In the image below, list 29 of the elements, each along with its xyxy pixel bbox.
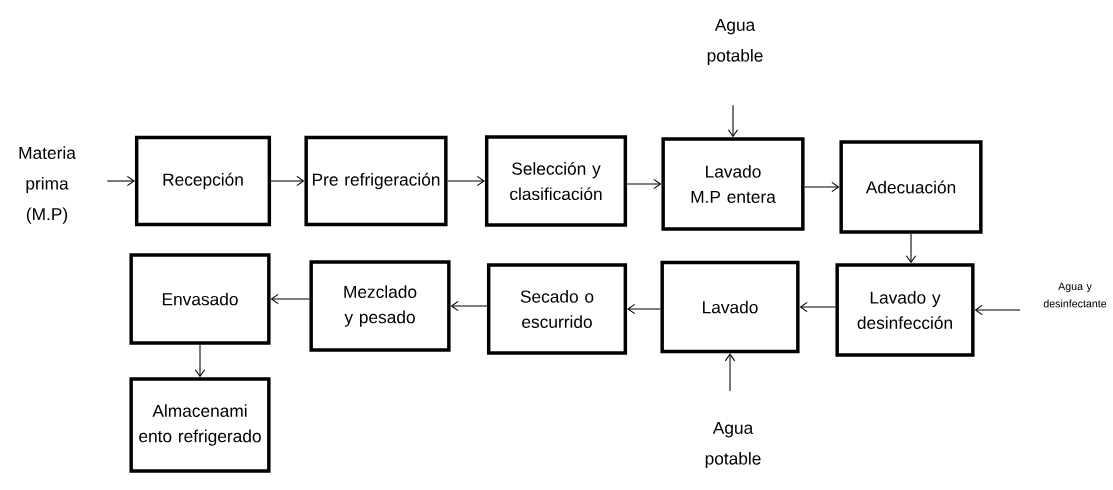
arrow [106,175,135,187]
process-box: Adecuación [839,140,983,234]
input-label: Agua potable [707,18,763,66]
process-box: Lavado M.P entera [661,137,805,231]
input-label: Agua y desinfectante [1043,282,1107,308]
input-label: Materia prima (M.P) [19,146,76,224]
arrow [974,304,1021,316]
arrow [804,181,840,193]
arrow [627,303,661,315]
arrow [450,300,488,312]
process-box: Lavado [660,260,800,354]
arrow [724,353,736,392]
arrow [905,233,917,264]
arrow [626,178,662,190]
process-box: Secado o escurrido [486,263,628,355]
arrow [270,293,310,305]
process-box: Recepción [134,135,272,227]
process-box: Lavado y desinfección [835,263,975,357]
process-box: Selección y clasificación [484,135,628,227]
process-box: Almacenami ento refrigerado [129,377,271,473]
arrow [447,175,485,187]
process-box: Pre refrigeración [304,135,448,227]
process-box: Mezclado y pesado [309,260,451,352]
arrow [194,344,206,378]
input-label: Agua potable [705,421,761,469]
arrow [727,104,739,138]
arrow [270,175,305,187]
process-box: Envasado [129,253,271,345]
arrow [799,301,836,313]
